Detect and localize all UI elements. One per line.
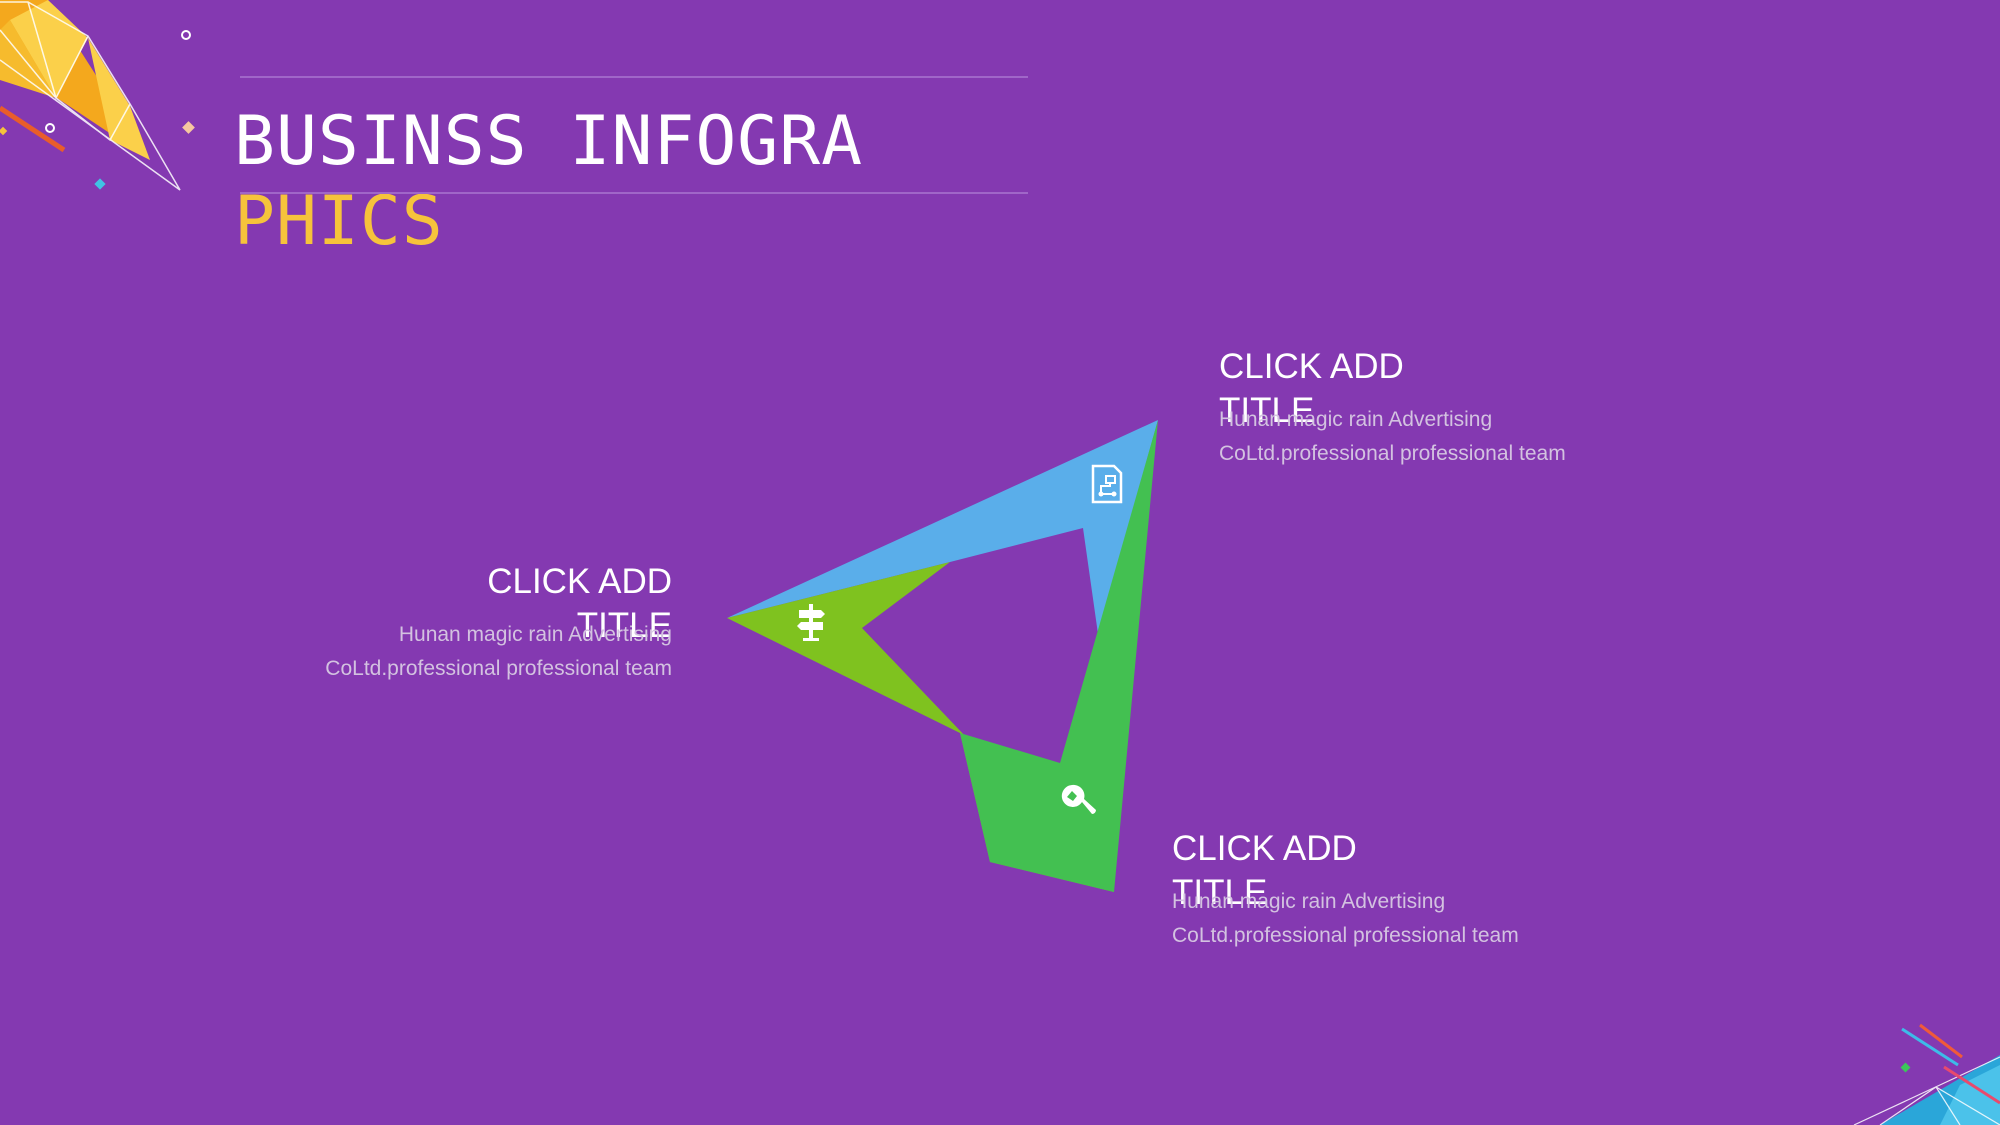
title-rule-top xyxy=(240,76,1028,78)
item-title-bottom: CLICK ADD TITLE xyxy=(1172,829,1357,912)
segment-green xyxy=(960,420,1158,892)
item-title-left: CLICK ADD TITLE xyxy=(487,562,672,645)
item-description-bottom: Hunan magic rain Advertising CoLtd.profe… xyxy=(1172,890,1519,947)
item-description-left: Hunan magic rain Advertising CoLtd.profe… xyxy=(325,623,672,680)
signpost-icon xyxy=(797,604,825,641)
title-rule-bottom xyxy=(240,192,1028,194)
bottom-right-decoration xyxy=(1853,1023,2000,1125)
page-title-line1: BUSINSS INFOGRA xyxy=(234,102,864,181)
item-title-top: CLICK ADD TITLE xyxy=(1219,347,1404,430)
document-icon xyxy=(1091,464,1123,504)
wrench-icon xyxy=(1061,784,1096,814)
page-title-line2: PHICS xyxy=(234,182,444,261)
segment-blue xyxy=(727,420,1158,634)
item-description-top: Hunan magic rain Advertising CoLtd.profe… xyxy=(1219,408,1566,465)
top-left-decoration xyxy=(0,0,195,191)
